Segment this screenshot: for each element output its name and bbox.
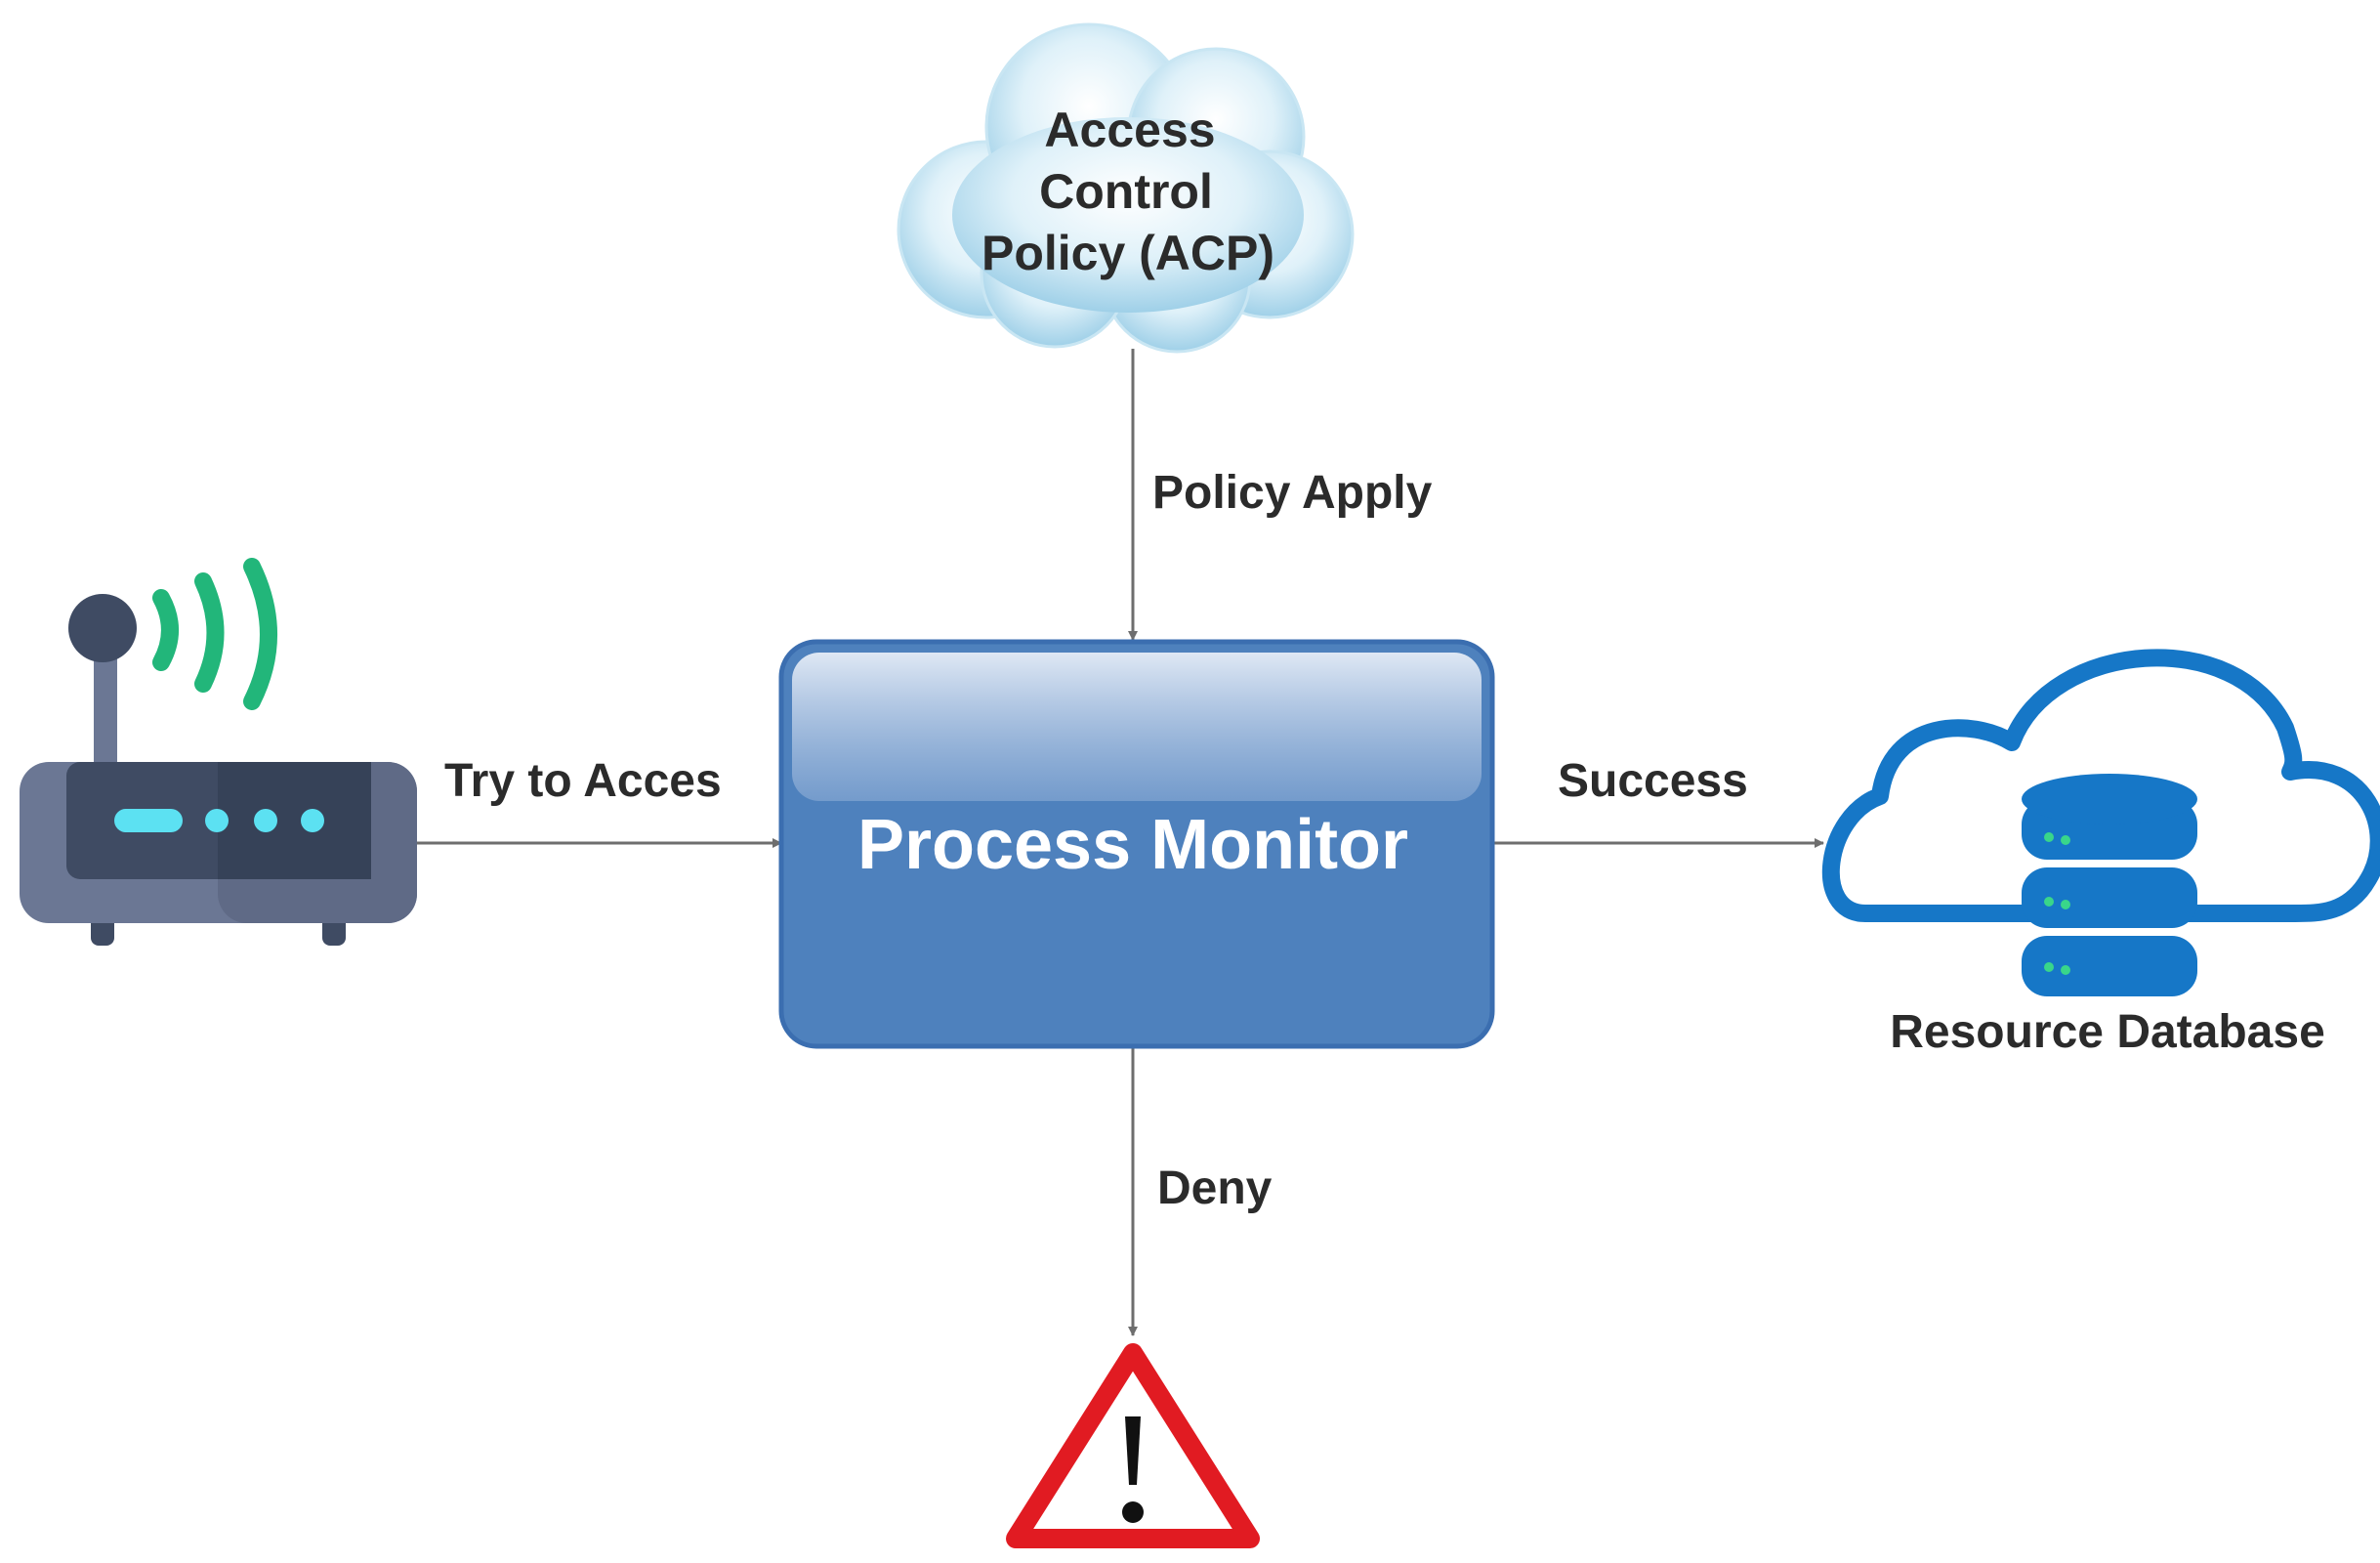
- policy-cloud-label-line-2: Control: [1039, 164, 1213, 219]
- process-monitor-label: Process Monitor: [857, 806, 1408, 884]
- router-icon[interactable]: [20, 558, 417, 946]
- warning-icon[interactable]: [1006, 1343, 1260, 1548]
- cloud-database-icon[interactable]: [1821, 649, 2380, 996]
- resource-database-label: Resource Database: [1890, 1006, 2325, 1058]
- edge-label-deny: Deny: [1157, 1162, 1273, 1214]
- policy-cloud[interactable]: Access Control Policy (ACP): [897, 22, 1355, 354]
- policy-cloud-label-line-3: Policy (ACP): [981, 226, 1274, 280]
- cloud-shape: [897, 22, 1355, 354]
- edge-label-success: Success: [1558, 755, 1748, 807]
- edge-label-try-access: Try to Acces: [444, 755, 722, 807]
- edge-label-policy-apply: Policy Apply: [1152, 467, 1433, 519]
- policy-cloud-label-line-1: Access: [1044, 103, 1215, 157]
- process-monitor-box[interactable]: Process Monitor: [778, 639, 1495, 1049]
